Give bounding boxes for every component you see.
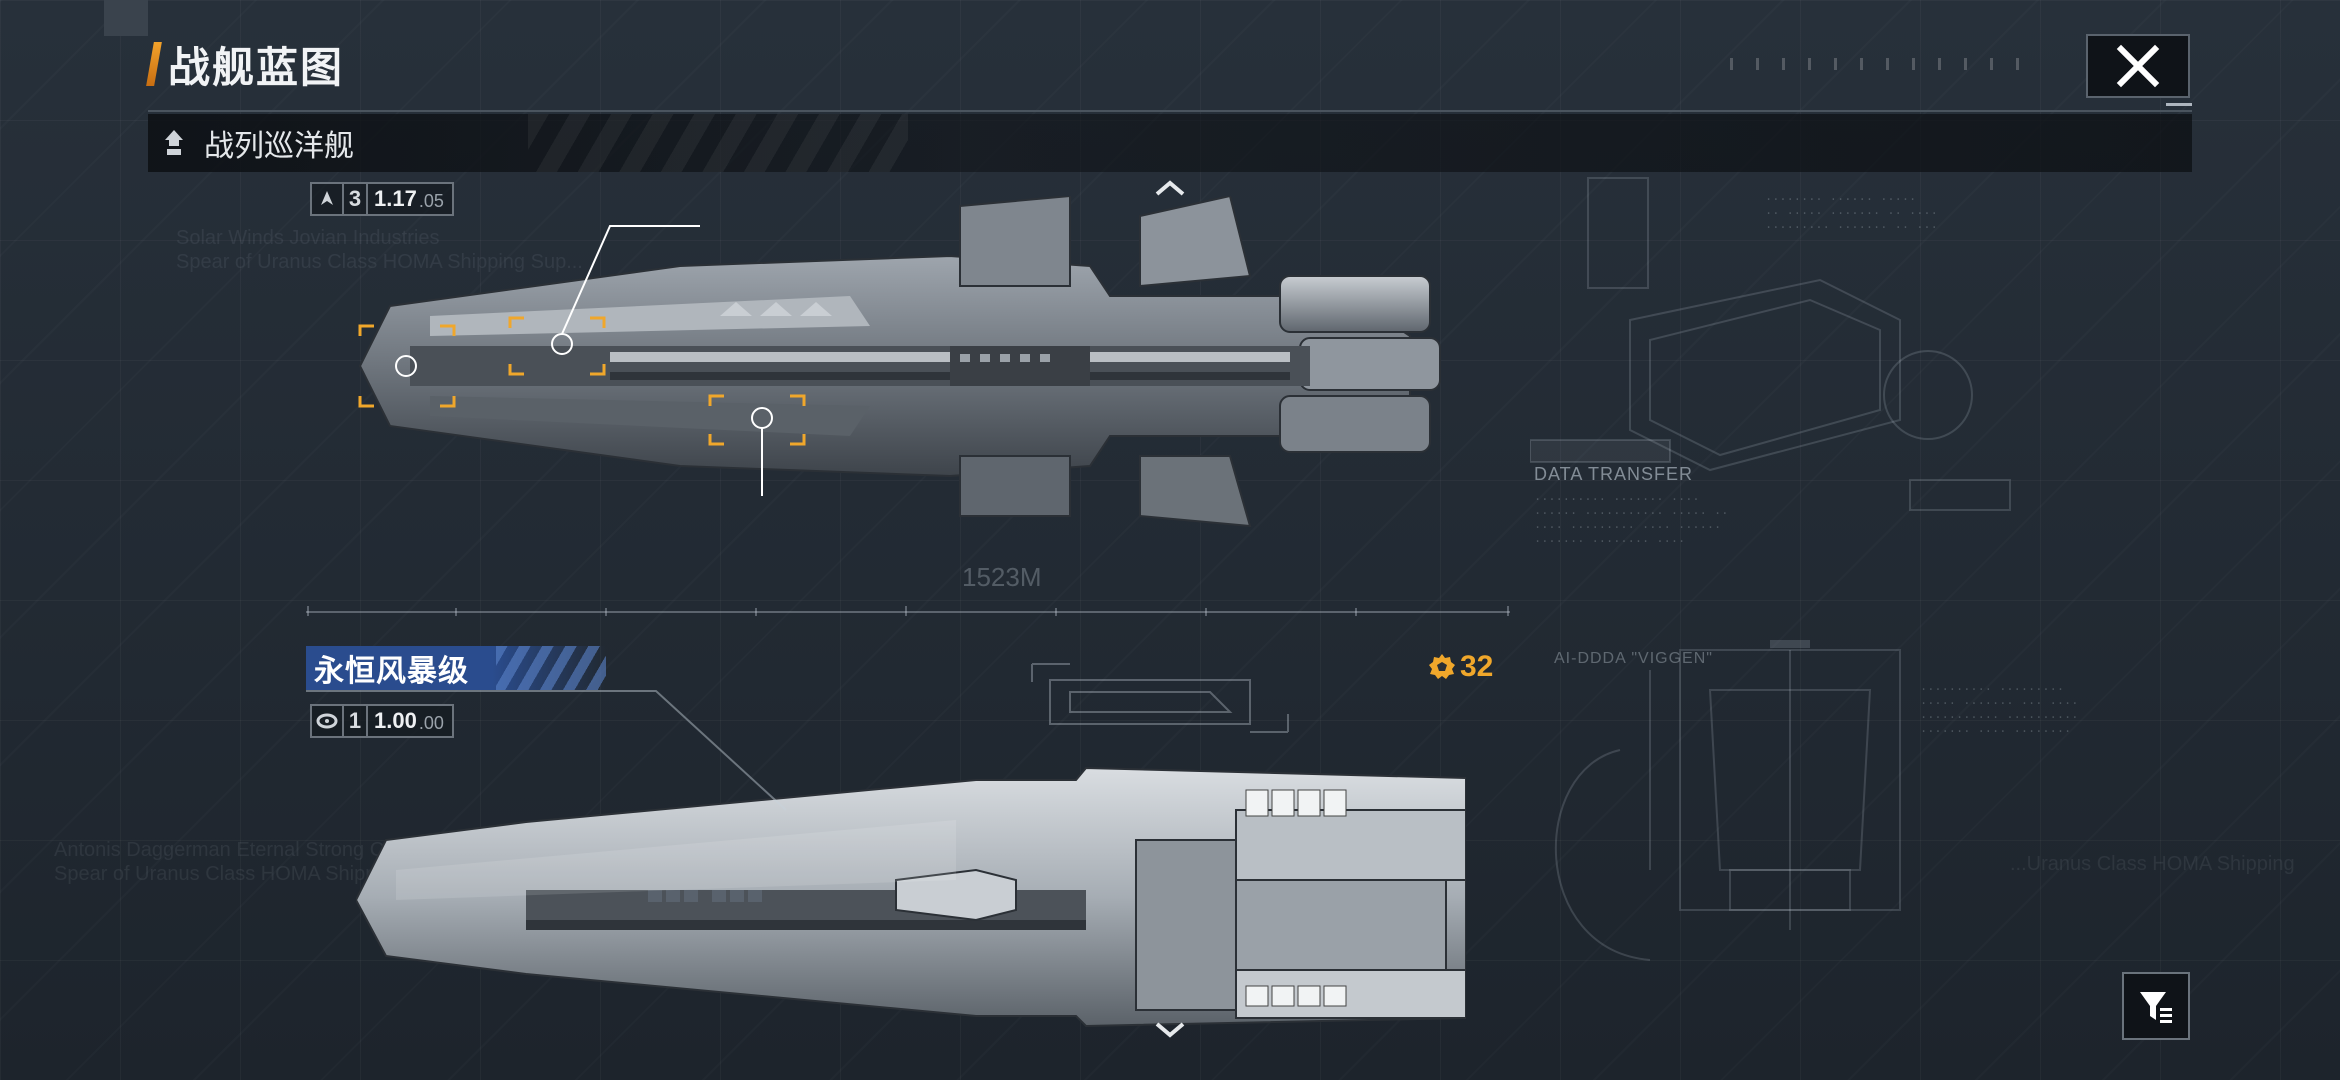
ship-stat-badge-1: 3 1.17 .05 <box>310 182 454 216</box>
ship-stat-badge-2: 1 1.00 .00 <box>310 704 454 738</box>
category-bar[interactable]: 战列巡洋舰 <box>148 114 2192 172</box>
scroll-down-button[interactable] <box>1150 1018 1190 1042</box>
category-bar-stripes <box>528 114 908 172</box>
battlecruiser-ship-image[interactable] <box>350 196 1460 536</box>
faint-line: Solar Winds Jovian Industries <box>176 227 440 249</box>
designation-label: AI-DDDA "VIGGEN" <box>1554 650 1713 667</box>
eternal-storm-ship-image[interactable] <box>356 760 1466 1036</box>
close-button[interactable] <box>2086 34 2192 106</box>
faint-line: Spear of Uranus Class HOMA Shipping B... <box>54 863 439 885</box>
ship-stat-main: 1.00 <box>374 708 417 733</box>
cost-gear-icon <box>1429 654 1455 679</box>
scroll-up-button[interactable] <box>1150 176 1190 200</box>
filter-button[interactable] <box>2122 972 2190 1040</box>
ship-tier: 1 <box>344 706 368 736</box>
blueprint-notes-3: .......... ......... ..... ....... ... .… <box>1920 680 2079 736</box>
name-leader-line <box>306 690 787 811</box>
page-title: 战舰蓝图 <box>146 38 344 91</box>
page-title-text: 战舰蓝图 <box>168 43 345 91</box>
ship-length-label: 1523M <box>962 562 1042 592</box>
faint-blueprint-text-2: Antonis Daggerman Eternal Strong Cruise … <box>54 838 439 886</box>
faint-right-text: ...Uranus Class HOMA Shipping <box>2010 853 2295 875</box>
ship-tier: 3 <box>344 184 368 214</box>
turret-schematic <box>1031 663 1289 733</box>
ship-stat-minor: .00 <box>418 712 444 733</box>
rank-icon <box>312 184 344 214</box>
length-ruler <box>306 606 1510 616</box>
faint-blueprint-text: Solar Winds Jovian Industries Spear of U… <box>176 226 583 274</box>
blueprint-schematic <box>1530 177 2011 961</box>
hull-icon <box>312 706 344 736</box>
ship-cost-value: 32 <box>1460 650 1494 683</box>
title-accent-bar <box>146 42 162 86</box>
category-label: 战列巡洋舰 <box>204 130 354 163</box>
name-tag-stripes <box>496 646 606 690</box>
header-divider <box>148 110 2192 112</box>
ship-cost: 32 <box>1428 650 1493 684</box>
blueprint-notes-2: .......... ....... .... ...... .........… <box>1534 490 1729 546</box>
chevron-down-icon <box>1155 1022 1185 1038</box>
ship-name: 永恒风暴级 <box>314 655 469 688</box>
ship-stat-main: 1.17 <box>374 186 417 211</box>
ship-stat-minor: .05 <box>418 190 444 211</box>
data-transfer-label: DATA TRANSFER <box>1534 464 1694 484</box>
top-ruler-decoration <box>1730 58 2030 70</box>
faint-line: Antonis Daggerman Eternal Strong Cruise <box>54 839 428 861</box>
blueprint-notes-1: ........ ...... ..... .. ..... ....... .… <box>1765 190 1938 232</box>
battlecruiser-icon <box>165 130 183 155</box>
ship-name-tag: 永恒风暴级 <box>306 646 606 690</box>
chevron-up-icon <box>1155 180 1185 196</box>
close-icon <box>2116 44 2160 88</box>
corner-marker <box>104 0 148 36</box>
faint-line: Spear of Uranus Class HOMA Shipping Sup.… <box>176 251 583 273</box>
filter-icon <box>2140 992 2172 1023</box>
